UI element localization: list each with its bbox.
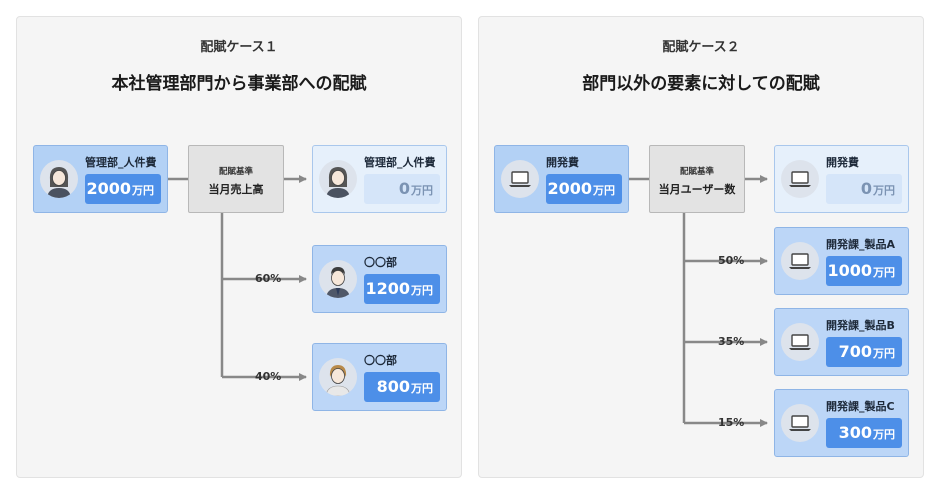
case2-target-name-1: 開発課_製品A [826, 238, 896, 251]
case2-label: 配賦ケース２ [662, 40, 740, 55]
case2-percent-1: 50% [718, 254, 745, 267]
case2-source-node: 開発費 2000万円 [494, 145, 629, 213]
case2-basis-value: 当月ユーザー数 [658, 183, 736, 196]
case2-target-amount-2: 700万円 [826, 337, 902, 367]
case1-source-node: 管理部_人件費 2000万円 [33, 145, 168, 213]
case2-basis-box: 配賦基準 当月ユーザー数 [649, 145, 745, 213]
case1-target-amount-1: 1200万円 [364, 274, 440, 304]
laptop-icon [501, 160, 539, 198]
woman-short-hair-avatar-icon [319, 358, 357, 396]
case1-target-name-2: 〇〇部 [364, 354, 397, 367]
case2-target-amount-0: 0万円 [826, 174, 902, 204]
case2-percent-2: 35% [718, 335, 745, 348]
case2-target-amount-3: 300万円 [826, 418, 902, 448]
case2-percent-3: 15% [718, 416, 745, 429]
case1-label: 配賦ケース１ [200, 40, 278, 55]
laptop-icon [781, 323, 819, 361]
case1-target-name-1: 〇〇部 [364, 256, 397, 269]
case1-target-amount-2: 800万円 [364, 372, 440, 402]
case2-target-name-3: 開発課_製品C [826, 400, 895, 413]
laptop-icon [781, 242, 819, 280]
case1-percent-1: 60% [255, 272, 282, 285]
woman-avatar-icon [319, 160, 357, 198]
case1-basis-value: 当月売上高 [208, 183, 264, 196]
woman-avatar-icon [40, 160, 78, 198]
case2-target-node-1: 開発課_製品A 1000万円 [774, 227, 909, 295]
case1-source-name: 管理部_人件費 [85, 156, 157, 169]
case2-target-node-3: 開発課_製品C 300万円 [774, 389, 909, 457]
case1-basis-box: 配賦基準 当月売上高 [188, 145, 284, 213]
laptop-icon [781, 160, 819, 198]
case1-target-name-0: 管理部_人件費 [364, 156, 436, 169]
man-avatar-icon [319, 260, 357, 298]
case2-target-name-2: 開発課_製品B [826, 319, 895, 332]
case2-target-amount-1: 1000万円 [826, 256, 902, 286]
case1-source-amount: 2000万円 [85, 174, 161, 204]
case2-target-name-0: 開発費 [826, 156, 859, 169]
case2-source-amount: 2000万円 [546, 174, 622, 204]
case2-basis-label: 配賦基準 [679, 167, 714, 177]
case1-basis-label: 配賦基準 [218, 167, 253, 177]
case2-source-name: 開発費 [546, 156, 579, 169]
case2-target-node-0: 開発費 0万円 [774, 145, 909, 213]
case1-title: 本社管理部門から事業部への配賦 [111, 74, 367, 94]
case1-percent-2: 40% [255, 370, 282, 383]
case1-target-amount-0: 0万円 [364, 174, 440, 204]
case2-target-node-2: 開発課_製品B 700万円 [774, 308, 909, 376]
case1-target-node-0: 管理部_人件費 0万円 [312, 145, 447, 213]
case2-title: 部門以外の要素に対しての配賦 [582, 74, 820, 94]
case1-target-node-1: 〇〇部 1200万円 [312, 245, 447, 313]
case1-target-node-2: 〇〇部 800万円 [312, 343, 447, 411]
laptop-icon [781, 404, 819, 442]
